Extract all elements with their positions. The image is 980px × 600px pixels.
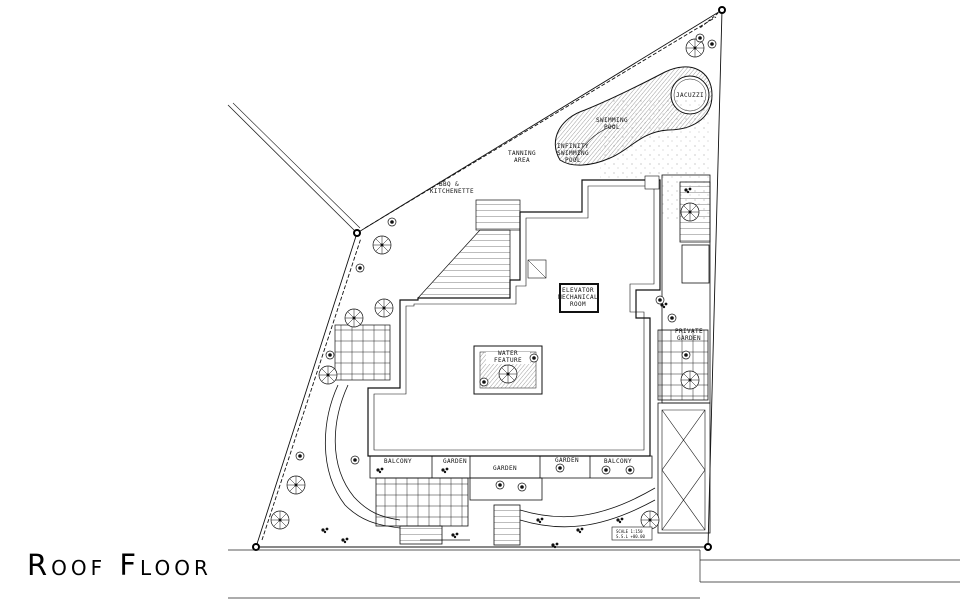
label-garden-right: GARDEN xyxy=(555,457,579,464)
label-swimming-pool-2: POOL xyxy=(604,124,620,131)
label-balcony-left: BALCONY xyxy=(384,458,412,465)
west-paving xyxy=(334,324,391,381)
label-garden-left: GARDEN xyxy=(443,458,467,465)
bbq-terrace xyxy=(417,199,521,299)
corner-markers xyxy=(252,6,726,551)
label-jacuzzi: JACUZZI xyxy=(676,92,704,99)
label-elevator-2: MECHANICAL xyxy=(558,294,598,301)
label-bbq-1: BBQ & xyxy=(439,181,459,188)
label-tanning-area-2: AREA xyxy=(514,157,530,164)
label-swimming-pool-1: SWIMMING xyxy=(596,117,628,124)
label-garden-center: GARDEN xyxy=(493,465,517,472)
street-lines xyxy=(228,549,960,599)
scale-note-line-2: S.S.L +00.00 xyxy=(616,534,645,539)
water-feature xyxy=(473,345,543,395)
label-private-garden-1: PRIVATE xyxy=(675,328,703,335)
elevator-room xyxy=(559,283,599,313)
scale-note-line-1: SCALE 1:150 xyxy=(616,529,643,534)
label-water-feature-2: FEATURE xyxy=(494,357,522,364)
garden-paths xyxy=(324,384,656,541)
label-infinity-pool-1: INFINITY xyxy=(557,143,589,150)
balcony-band xyxy=(369,455,653,546)
label-infinity-pool-2: SWIMMING xyxy=(557,150,589,157)
label-balcony-right: BALCONY xyxy=(604,458,632,465)
label-elevator-1: ELEVATOR xyxy=(562,287,594,294)
room-labels: JACUZZI SWIMMING POOL INFINITY SWIMMING … xyxy=(384,92,704,472)
label-elevator-3: ROOM xyxy=(570,301,586,308)
label-infinity-pool-3: POOL xyxy=(565,157,581,164)
drawing-title: Roof Floor xyxy=(27,548,212,582)
scale-note: SCALE 1:150 S.S.L +00.00 xyxy=(611,526,653,541)
label-tanning-area-1: TANNING xyxy=(508,150,536,157)
label-bbq-2: KITCHENETTE xyxy=(430,188,474,195)
site-guide-line xyxy=(227,104,358,234)
label-water-feature-1: WATER xyxy=(498,350,518,357)
label-private-garden-2: GARDEN xyxy=(677,335,701,342)
